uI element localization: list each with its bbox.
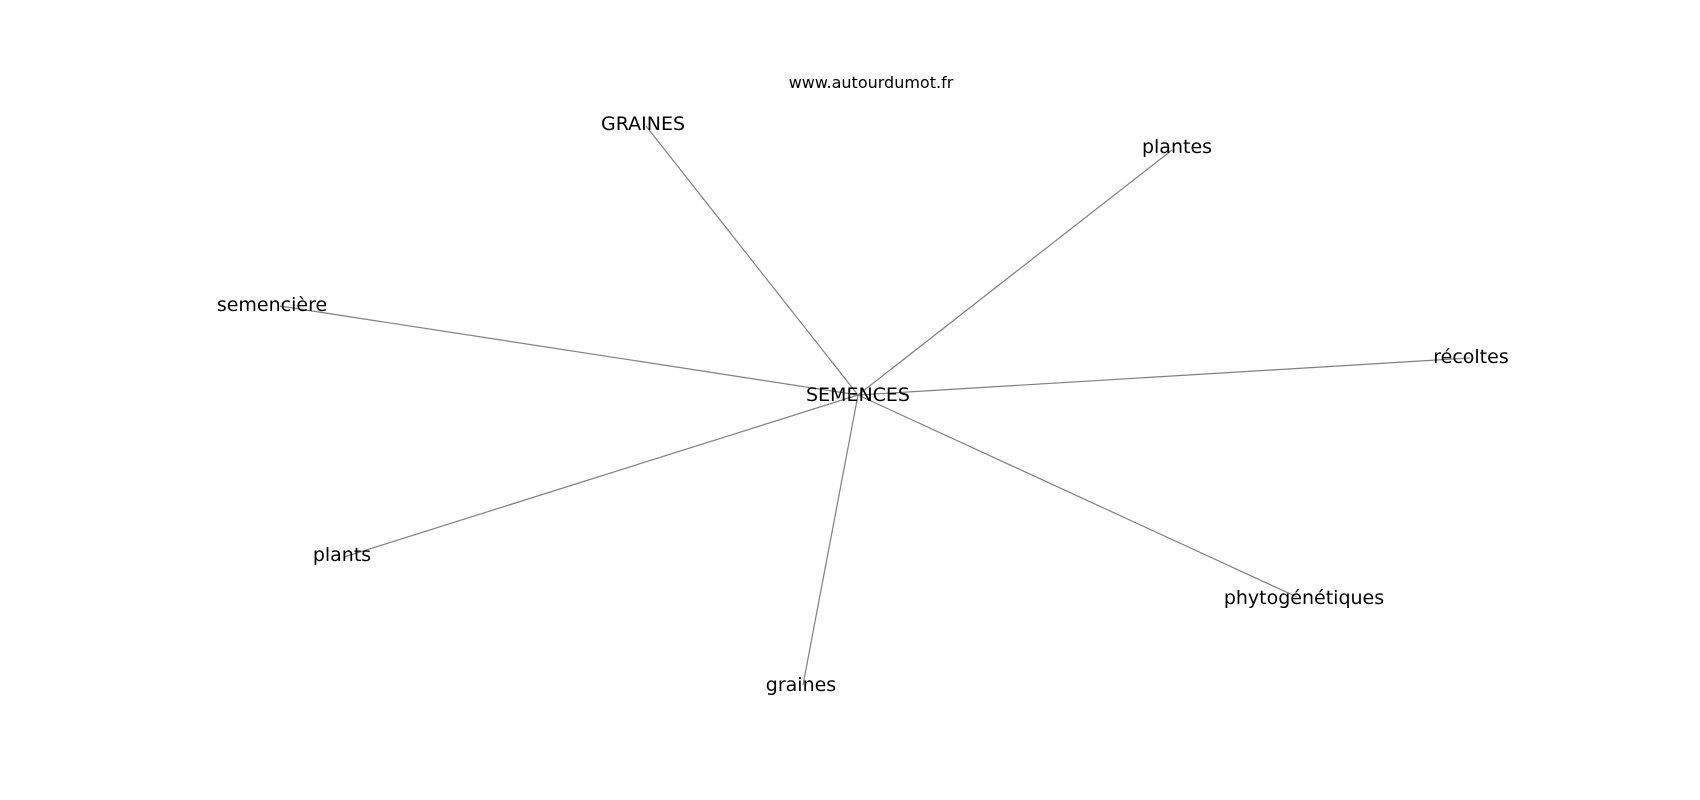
edge-line [857, 394, 1298, 598]
site-credit: www.autourdumot.fr [789, 73, 954, 92]
edge-line [857, 357, 1471, 396]
edge-line [802, 394, 859, 686]
node-label-recoltes[interactable]: récoltes [1433, 346, 1508, 368]
edge-line [645, 125, 859, 396]
node-label-plantes[interactable]: plantes [1142, 136, 1212, 158]
center-node-label[interactable]: SEMENCES [806, 384, 910, 406]
node-label-semenciere[interactable]: semencière [217, 294, 327, 316]
edge-line [279, 305, 859, 396]
node-label-phytogenetiques[interactable]: phytogénétiques [1224, 587, 1384, 609]
node-label-graines-upper[interactable]: GRAINES [601, 113, 685, 135]
node-label-plants[interactable]: plants [313, 544, 371, 566]
node-label-graines-lower[interactable]: graines [766, 674, 836, 696]
edge-line [857, 149, 1173, 396]
edges-layer [279, 125, 1471, 686]
edge-line [343, 394, 859, 558]
